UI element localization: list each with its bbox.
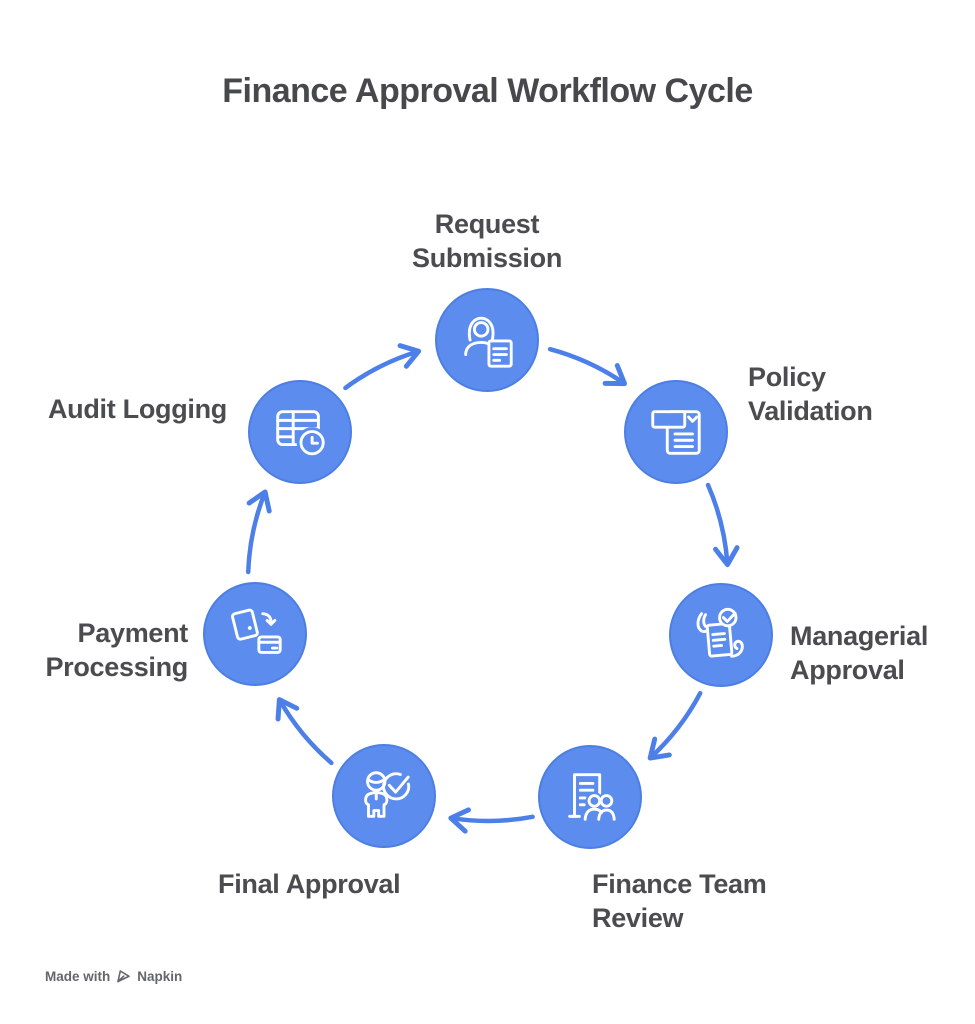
watermark-prefix: Made with [45,969,111,984]
arrow-payment-to-audit [245,489,272,575]
label-managerial-approval: Managerial Approval [790,621,929,685]
arrow-final-to-payment [275,697,334,766]
arrow-audit-to-request [343,343,422,391]
person-check-icon [364,771,411,818]
table-clock-icon [276,410,328,459]
document-people-icon [568,773,616,821]
napkin-pen-icon [117,970,131,983]
diagram-title: Finance Approval Workflow Cycle [222,72,753,110]
label-policy-validation: Policy Validation [748,362,873,426]
node-final-approval [332,744,436,848]
arrow-finance-to-final [448,807,535,834]
node-managerial-approval [669,583,773,687]
arrow-policy-to-managerial [705,482,740,568]
document-checklist-check-icon [651,410,701,455]
label-payment-processing: Payment Processing [45,618,188,682]
arrow-managerial-to-finance [647,690,703,761]
arrow-request-to-policy [547,346,628,387]
node-finance-team-review [538,745,642,849]
label-final-approval: Final Approval [218,869,401,899]
watermark-brand: Napkin [137,969,183,984]
node-payment-processing [203,582,307,686]
person-document-icon [464,316,513,368]
node-audit-logging [248,380,352,484]
node-request-submission [435,288,539,392]
wallet-card-transfer-icon [231,608,282,654]
node-policy-validation [624,380,728,484]
hands-document-check-icon [696,607,744,658]
watermark: Made with Napkin [45,969,182,984]
label-request-submission: Request Submission [411,209,563,273]
label-finance-team-review: Finance Team Review [592,869,767,933]
label-audit-logging: Audit Logging [47,394,227,424]
